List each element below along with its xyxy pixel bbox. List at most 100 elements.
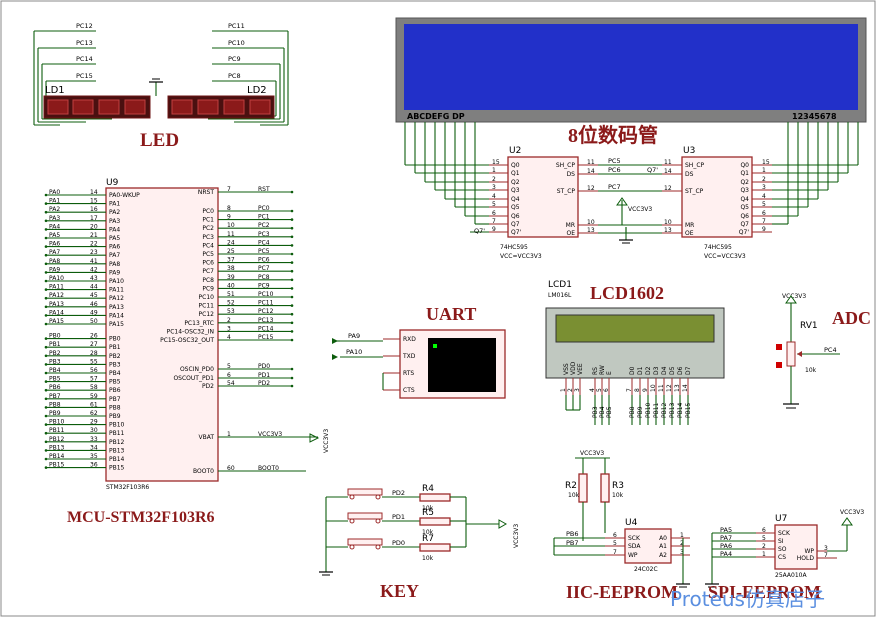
u2-pin-name: Q4 [511,196,520,203]
wire-junction [290,226,294,230]
lcd-net-label: PB11 [653,402,660,418]
lcd-net-label: PB14 [677,402,684,418]
mcu-net-label: PB3 [49,358,61,365]
mcu-net-label: PC10 [258,291,274,298]
u4-chip [624,528,672,564]
mcu-pin-name: OSCOUT_PD1 [173,375,214,382]
u3-pin-name: Q7 [740,221,749,228]
adc-value: 10k [805,367,817,374]
net-pc6-label: PC6 [608,166,621,174]
lcd-pin-num: 11 [658,384,665,392]
net-q7-label-bottom: Q7' [474,227,485,235]
mcu-pin-name: PA10 [109,278,124,285]
u3-pin-name: Q2 [740,179,749,186]
mcu-net-label: PB1 [49,341,61,348]
push-button-icon [347,512,383,520]
led-title: LED [140,130,179,151]
u2-ref: U2 [509,146,521,156]
net-q7-label-top: Q7' [647,166,658,174]
mcu-net-label: PB5 [49,376,61,383]
spi-net-label: PA7 [720,534,732,542]
mcu-pin-name: PA11 [109,287,124,294]
mcu-pin-num: 30 [90,427,98,434]
mcu-net-label: PC9 [258,282,270,289]
led-segment [47,99,69,115]
u7-ref: U7 [775,514,787,524]
mcu-net-label: PB15 [49,462,65,469]
wire-junction [44,210,48,214]
adc-ref: RV1 [800,321,818,331]
spi-net-label: PA5 [720,526,732,534]
wire-junction [44,219,48,223]
key-resistor-val: 10k [422,529,434,536]
u2-pin-num: 9 [492,226,496,233]
mcu-pin-num: 11 [227,231,235,238]
mcu-pin-num: 59 [90,393,98,400]
lcd-net-label: PB4 [599,406,606,418]
mcu-pin-num: 15 [90,198,98,205]
mcu-net-label: RST [258,186,270,193]
key-resistor-val: 10k [422,555,434,562]
mcu-net-label: PC3 [258,231,270,238]
key-net-label: PD0 [392,539,405,547]
seg-vcc-label: VCC3V3 [628,206,652,213]
u7-chip-name: 25AA010A [775,572,807,579]
led-net-label: PC11 [228,22,245,30]
seg-title: 8位数码管 [568,123,658,147]
mcu-pin-name: PC7 [202,268,214,275]
u3-pin-num: 9 [762,226,766,233]
u3-pin-name: Q3 [740,187,749,194]
net-pb7-label: PB7 [566,539,579,547]
u3-pin-name: OE [685,230,694,237]
vcc-arrow-icon [498,519,508,529]
adc-vcc-label: VCC3V3 [782,293,806,300]
lcd-pin-name: D1 [637,366,644,375]
led-wiring [33,30,289,126]
wire-junction [290,209,294,213]
u2-pin-num: 3 [492,184,496,191]
ground-icon [319,550,333,576]
led-net-label: PC15 [76,72,93,80]
wire-junction [290,367,294,371]
wire-junction [44,271,48,274]
mcu-pin-name: PB15 [109,465,125,472]
u4-pin-num: 1 [680,532,684,539]
mcu-net-label: PA3 [49,215,60,222]
mcu-pin-num: 34 [90,444,98,451]
mcu-pin-name: PA6 [109,244,120,251]
wire-junction [44,449,48,452]
mcu-pin-name: PB12 [109,439,125,446]
u7-pin-num: 1 [762,551,766,558]
mcu-net-label: PB4 [49,367,61,374]
switch-contact [375,518,381,524]
iic-vcc-label: VCC3V3 [580,450,604,457]
u4-pin-num: 7 [613,549,617,556]
lcd-net-label: PB10 [645,402,652,418]
mcu-net-label: PC8 [258,274,270,281]
mcu-pin-name: BOOT0 [193,468,214,475]
u2-pin-name: DS [567,171,576,178]
lcd-pin-name: D5 [669,366,676,375]
u2-pin-name: Q3 [511,187,520,194]
mcu-pin-num: 17 [90,215,98,222]
u3-pin-num: 5 [762,201,766,208]
led-segment [124,99,146,115]
u2-pin-name: Q2 [511,179,520,186]
mcu-pin-num: 29 [90,419,98,426]
mcu-pin-num: 10 [227,222,235,229]
wire-junction [44,388,48,392]
u3-pin-num: 15 [762,159,770,166]
mcu-net-label: PC1 [258,214,270,221]
lcd-screen [555,314,715,343]
u4-pin-name: A2 [659,552,667,559]
u7-pin-num: 6 [762,527,766,534]
mcu-pin-name: PA0-WKUP [109,192,140,199]
mcu-pin-name: NRST [198,189,214,196]
wire-junction [290,261,294,264]
mcu-pin-name: PC6 [202,260,214,267]
mcu-pin-name: PC1 [202,217,214,224]
mcu-pin-num: 25 [227,248,235,255]
